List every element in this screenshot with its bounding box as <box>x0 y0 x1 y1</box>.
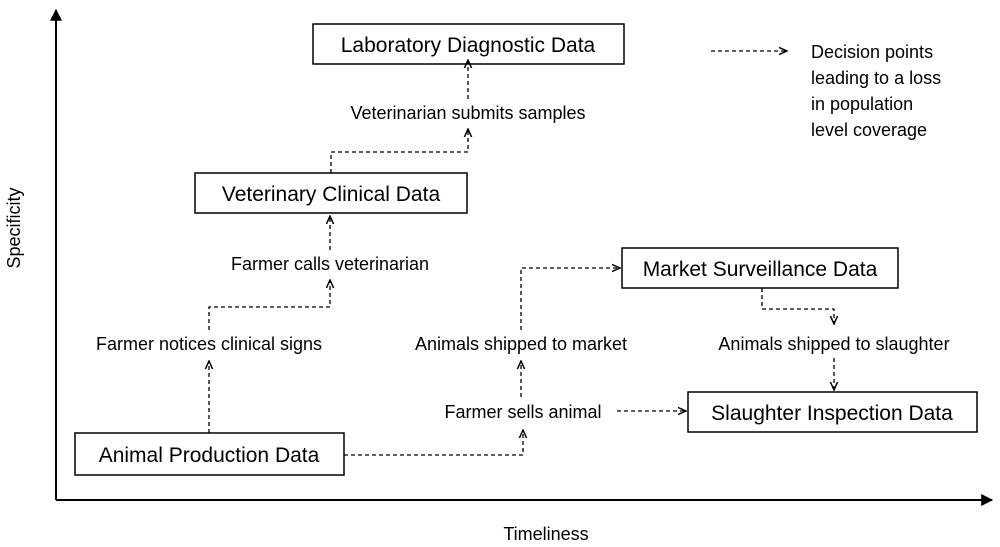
legend-line-1: Decision points <box>811 42 933 62</box>
node-label: Market Surveillance Data <box>643 258 878 281</box>
decision-farmer-notices-signs: Farmer notices clinical signs <box>96 334 322 354</box>
decision-shipped-to-slaughter: Animals shipped to slaughter <box>718 334 949 354</box>
node-animal-production-data: Animal Production Data <box>74 432 345 476</box>
legend-line-4: level coverage <box>811 120 927 140</box>
axes: Timeliness Specificity <box>4 8 994 544</box>
legend-line-2: leading to a loss <box>811 68 941 88</box>
node-laboratory-diagnostic-data: Laboratory Diagnostic Data <box>312 23 625 65</box>
y-axis-label: Specificity <box>4 187 24 268</box>
node-label: Slaughter Inspection Data <box>711 402 953 425</box>
node-label: Animal Production Data <box>99 444 320 467</box>
legend-line-3: in population <box>811 94 913 114</box>
arrow-vet-clinical-to-submits <box>330 129 468 173</box>
node-label: Laboratory Diagnostic Data <box>341 34 596 57</box>
legend: Decision points leading to a loss in pop… <box>711 42 941 140</box>
decision-vet-submits-samples: Veterinarian submits samples <box>350 103 585 123</box>
node-slaughter-inspection-data: Slaughter Inspection Data <box>687 391 978 433</box>
decision-farmer-sells-animal: Farmer sells animal <box>444 402 601 422</box>
decision-shipped-to-market: Animals shipped to market <box>415 334 627 354</box>
decision-farmer-calls-vet: Farmer calls veterinarian <box>231 254 429 274</box>
arrow-market-to-shipped-slaughter <box>761 288 834 324</box>
arrow-notices-to-calls <box>208 280 330 330</box>
node-label: Veterinary Clinical Data <box>222 183 441 206</box>
node-market-surveillance-data: Market Surveillance Data <box>621 247 899 289</box>
connectors <box>208 60 834 456</box>
arrow-shipped-market-to-market <box>520 268 620 330</box>
arrow-production-to-sells <box>344 430 523 456</box>
x-axis-label: Timeliness <box>503 524 588 544</box>
node-veterinary-clinical-data: Veterinary Clinical Data <box>194 172 468 214</box>
